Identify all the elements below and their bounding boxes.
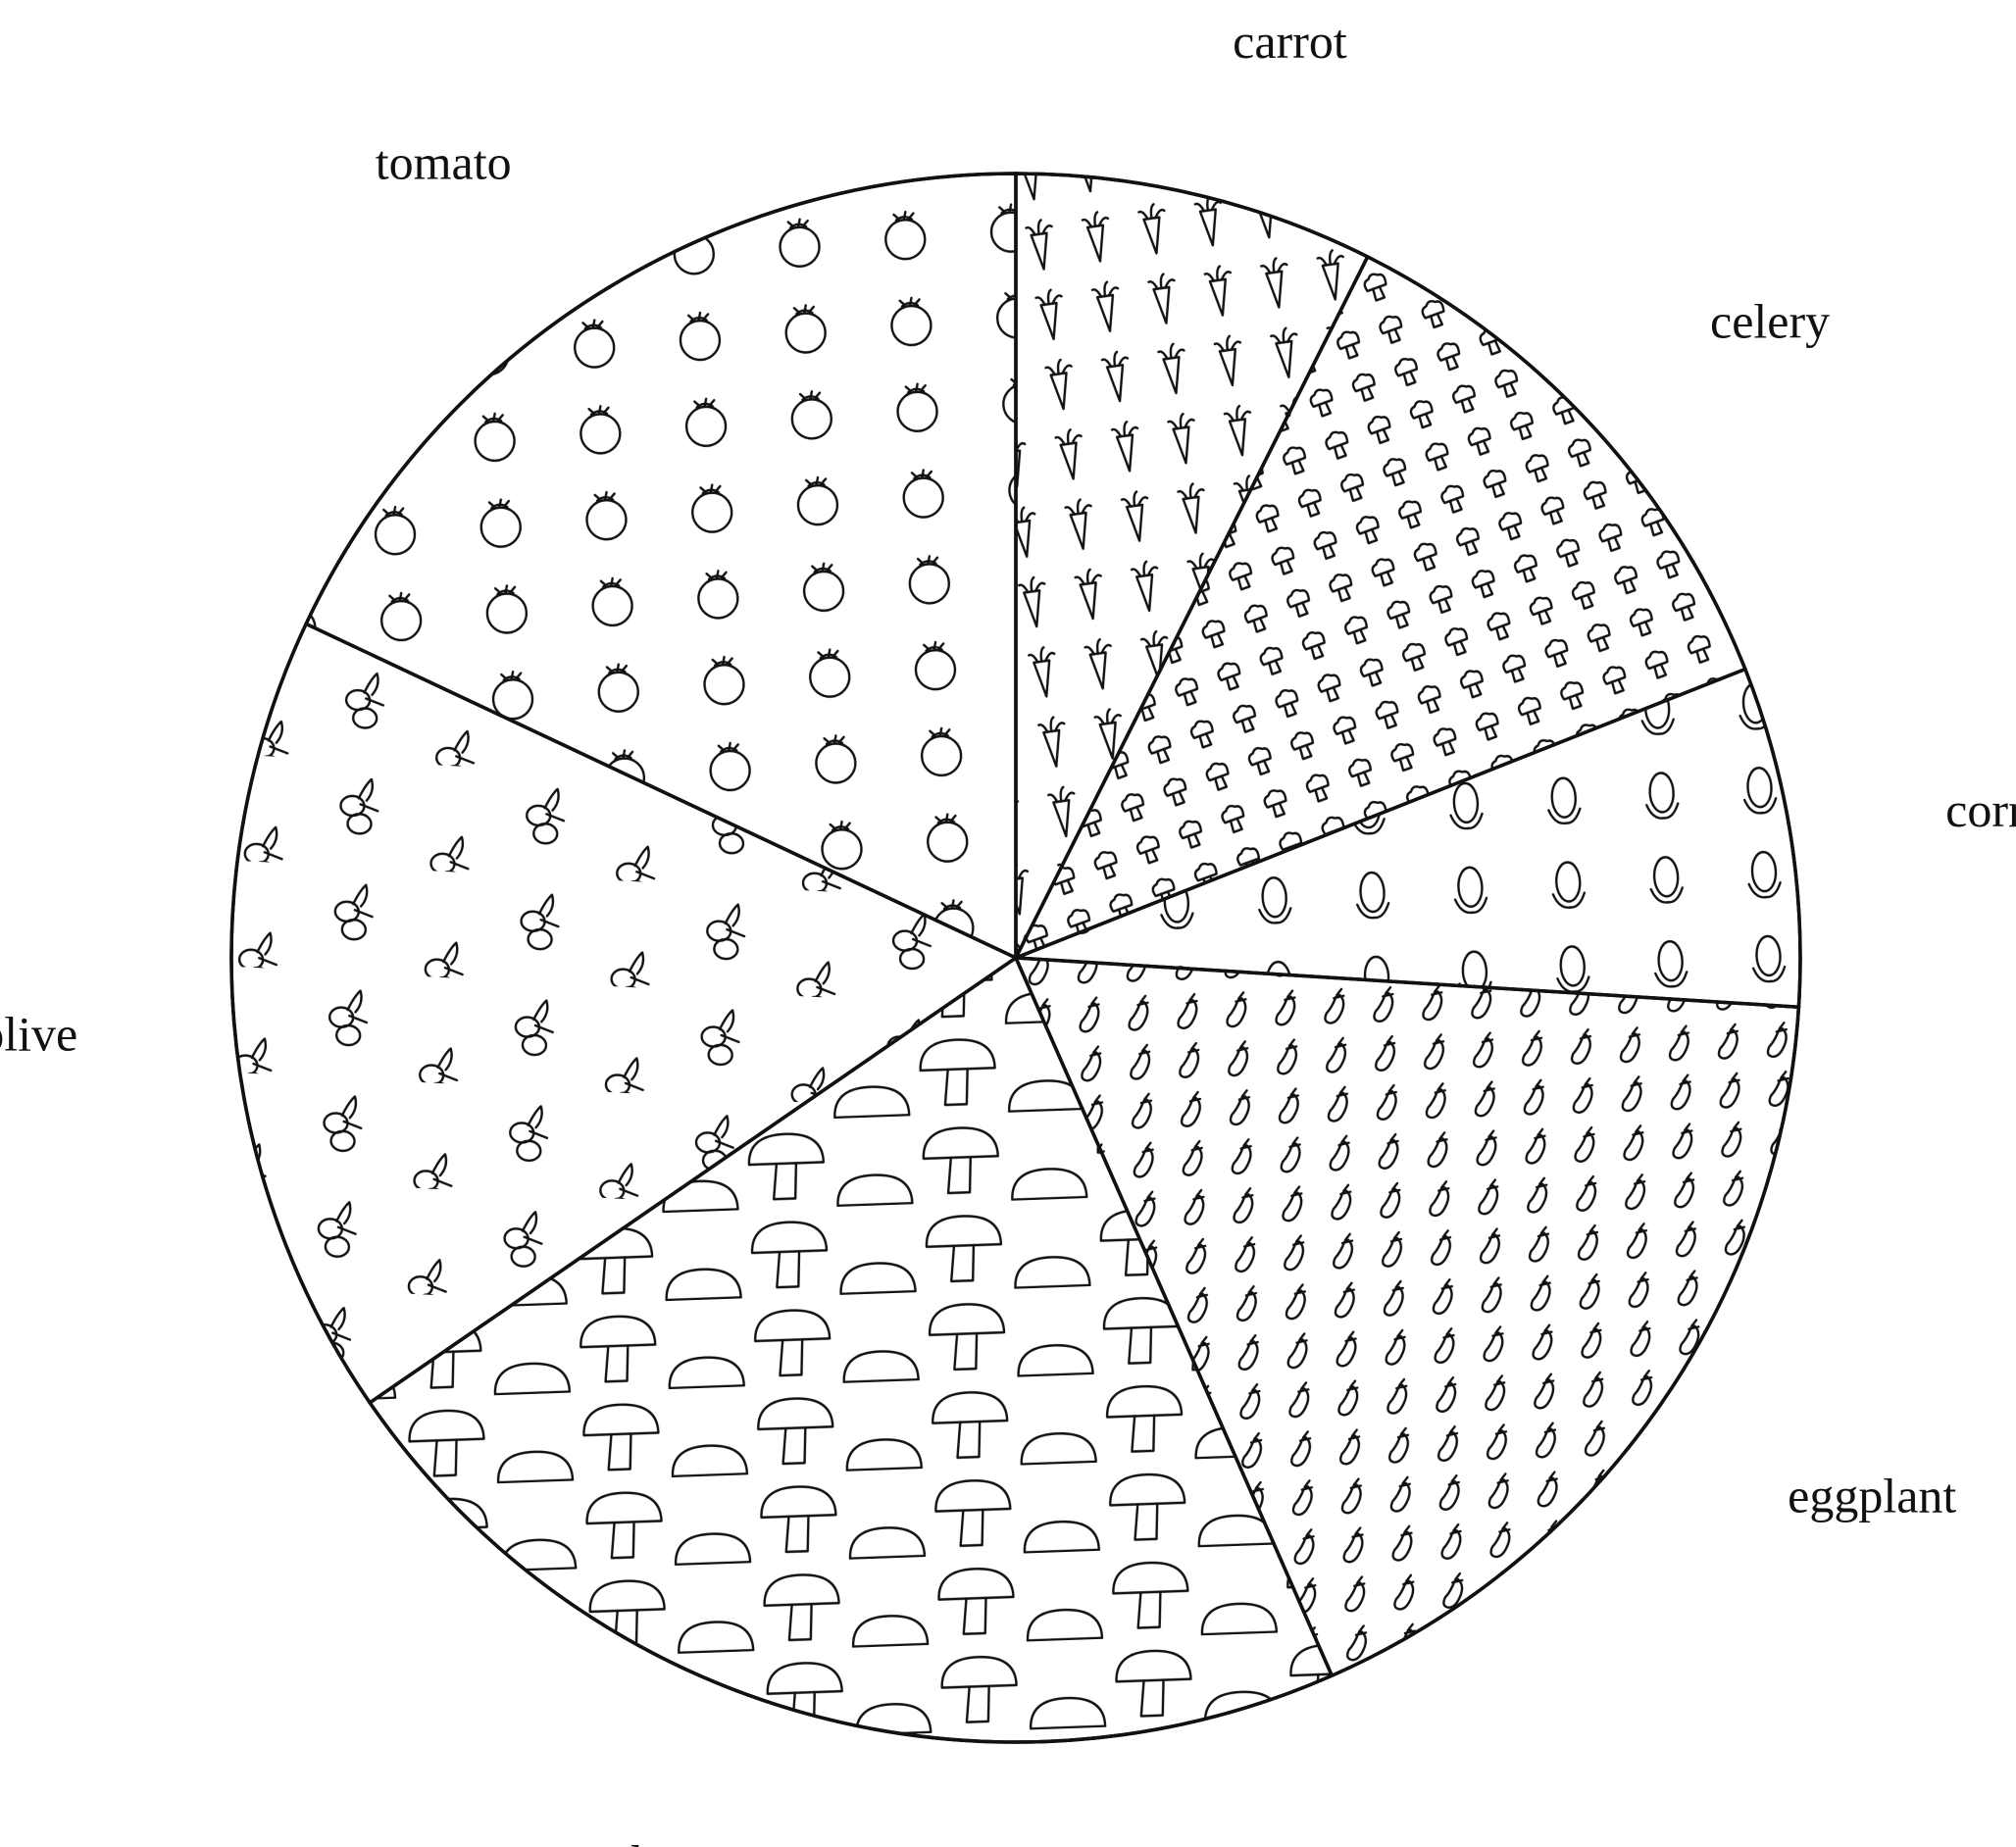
pie-slices xyxy=(229,172,1802,1744)
slice-label-mushroom: mushroom xyxy=(549,1835,759,1847)
slice-label-eggplant: eggplant xyxy=(1788,1469,1956,1523)
pie-outline xyxy=(229,172,1802,1744)
slice-label-carrot: carrot xyxy=(1233,14,1347,69)
slice-label-celery: celery xyxy=(1710,294,1830,349)
slice-label-tomato: tomato xyxy=(376,134,512,189)
slice-label-corn: corn xyxy=(1945,782,2016,837)
pie-labels: carrot celery corn eggplant mushroom olive tom… xyxy=(0,14,2016,1847)
slice-label-olive: olive xyxy=(0,1006,77,1061)
